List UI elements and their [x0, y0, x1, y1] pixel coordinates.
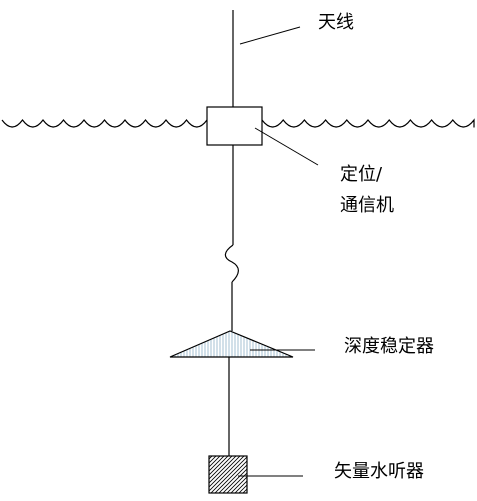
antenna-label: 天线 — [318, 12, 354, 33]
comm-unit-leader-line — [254, 127, 319, 166]
water-surface-left — [1, 118, 208, 128]
water-surface-right — [261, 118, 475, 128]
comm-unit-label-line1: 定位/ — [340, 164, 383, 185]
hydrophone-label: 矢量水听器 — [334, 461, 424, 482]
cable-break-squiggle — [224, 244, 239, 283]
comm-unit-box — [206, 106, 263, 146]
depth-stabilizer — [169, 330, 294, 358]
antenna-leader-line — [239, 26, 301, 45]
stabilizer-label: 深度稳定器 — [344, 336, 434, 357]
vector-hydrophone — [208, 455, 248, 494]
comm-unit-label-line2: 通信机 — [340, 195, 394, 216]
